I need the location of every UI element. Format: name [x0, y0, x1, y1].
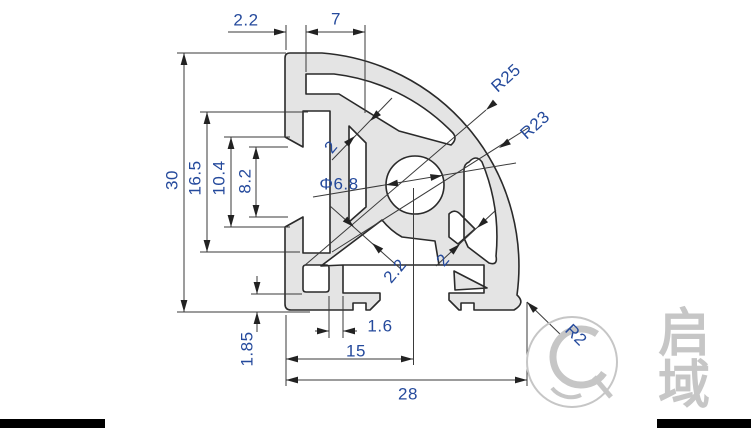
dim-label-height: 30	[162, 170, 182, 190]
dim-label-width: 28	[398, 384, 418, 404]
crop-bar-right	[657, 419, 751, 428]
dim-label-top-wall: 2.2	[233, 10, 259, 30]
watermark-brand-text: 启域	[657, 305, 727, 415]
dim-label-center-bore: Φ6.8	[319, 174, 359, 194]
dim-label-lip-thickness: 1.85	[237, 331, 257, 367]
dim-label-lip-step: 1.6	[367, 316, 393, 336]
dimension-arrows	[180, 28, 538, 384]
profile-body	[284, 52, 522, 311]
dim-label-opening-inner: 8.2	[235, 168, 255, 194]
dim-label-cavity-h: 16.5	[185, 160, 205, 196]
q-swoosh-logo-icon	[526, 316, 618, 408]
dim-label-opening-outer: 10.4	[209, 160, 229, 196]
dim-label-slot-center: 15	[346, 341, 366, 361]
crop-bar-left	[0, 419, 105, 428]
dimension-lines	[183, 31, 527, 381]
dim-label-top-slot: 7	[331, 9, 341, 29]
leader-lines	[303, 97, 563, 337]
extension-lines	[177, 25, 528, 386]
